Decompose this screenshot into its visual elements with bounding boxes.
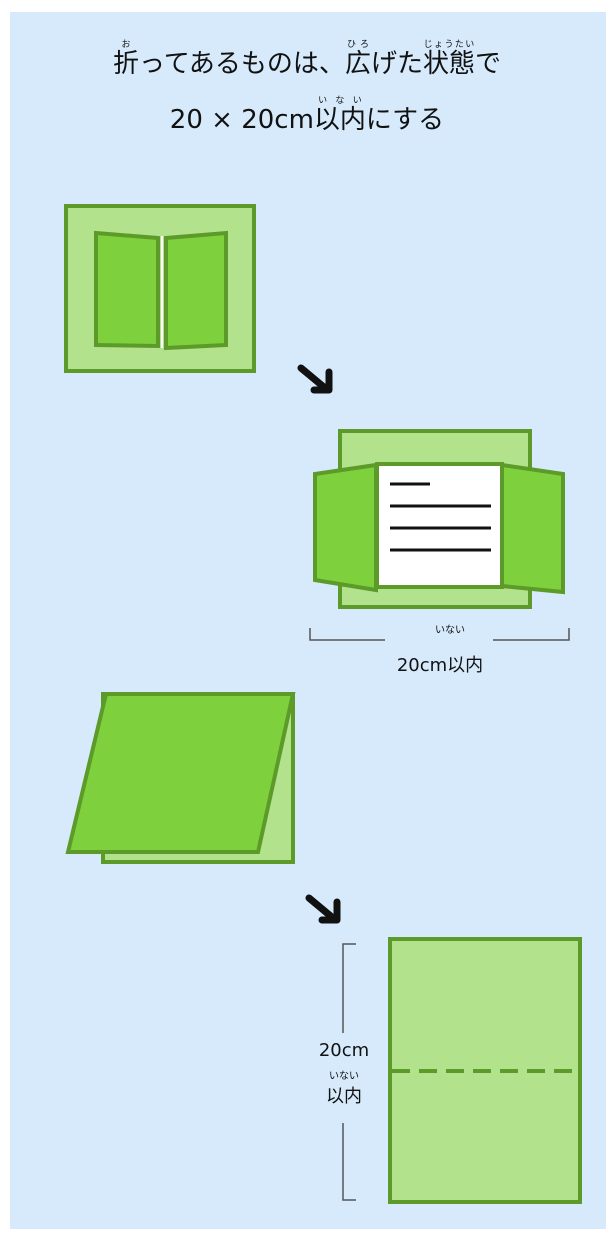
right-flap (166, 233, 226, 348)
folded-flat-card (68, 694, 293, 862)
right-flap-open (502, 465, 563, 592)
measure1-label: 20cm以内 (340, 651, 540, 677)
measure1-ruby: いない (400, 621, 500, 636)
folded-card-closed (66, 206, 254, 371)
inner-page (377, 464, 502, 587)
unfolded-card (390, 939, 580, 1202)
measure2-ruby: いない (294, 1067, 394, 1082)
card-front-panel (68, 694, 293, 852)
arrow-icon-2 (309, 898, 337, 920)
measure2-size: 20cm (294, 1040, 394, 1061)
left-flap-open (315, 465, 376, 590)
measure2-word: 以内 (294, 1082, 394, 1108)
arrow-icon-1 (301, 368, 329, 390)
left-flap (96, 233, 158, 346)
folded-card-opened (315, 431, 563, 607)
